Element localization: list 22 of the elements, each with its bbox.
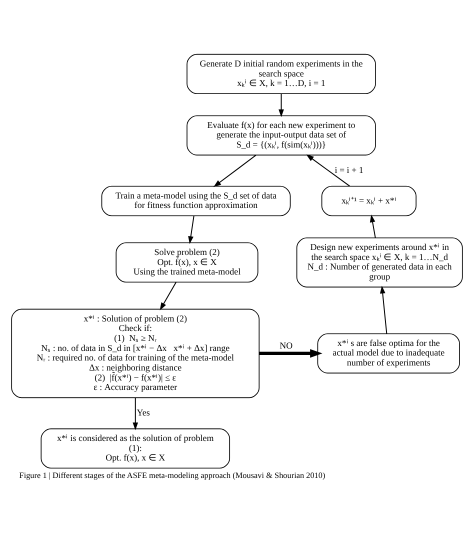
node-box: Design new experiments around x*ⁱ in the search space xₖⁱ ∈ X, k = 1…N_d N_d : Number of generated data in each group (296, 237, 463, 288)
arrow (259, 349, 322, 358)
node-box: Train a meta-model using the S_d set of data for fitness function approximation (101, 186, 291, 216)
arrow (306, 154, 350, 187)
node-box: x*ⁱ s are false optima for the actual model due to inadequate number of experiments (317, 333, 460, 374)
node-box: Solve problem (2) Opt. f̃(x), x ∈ X Using the trained meta-model (116, 242, 258, 283)
arrow (188, 215, 194, 244)
arrow (213, 154, 256, 188)
node-box: Evaluate f(x) for each new experiment to generate the input-output data set of S_d = {(xₖⁱ, f(sim(xₖⁱ)))} (186, 115, 376, 156)
edge-label: Yes (136, 408, 150, 418)
arrow (380, 286, 388, 334)
edge-label: i = i + 1 (334, 164, 364, 175)
node-box: xₖⁱ⁺¹ = xₖⁱ + x*ⁱ (321, 186, 416, 216)
arrow (278, 93, 284, 118)
arrow (370, 214, 376, 238)
arrow (160, 282, 177, 310)
node-box: x*ⁱ : Solution of problem (2) Check if: (1) Nₛ ≥ Nᵣ Nₛ : no. of data in S_d in [x*ⁱ − Δx x*ⁱ + Δx] range Nᵣ : required no. of data for training of the meta-model Δx : neighboring distance (2) |f̃(x*ⁱ) − f(x*ⁱ)| ≤ ε ε : Accuracy parameter (11, 308, 260, 398)
arrow (132, 397, 138, 430)
edge-label: NO (280, 340, 293, 350)
caption: Figure 1 | Different stages of the ASFE meta-modeling approach (Mousavi & Shourian 2010) (19, 470, 326, 480)
node-box: Generate D initial random experiments in the search space xₖⁱ ∈ X, k = 1…D, i = 1 (186, 54, 376, 94)
node-box: x*ⁱ is considered as the solution of problem (1): Opt. f(x), x ∈ X (40, 428, 230, 469)
